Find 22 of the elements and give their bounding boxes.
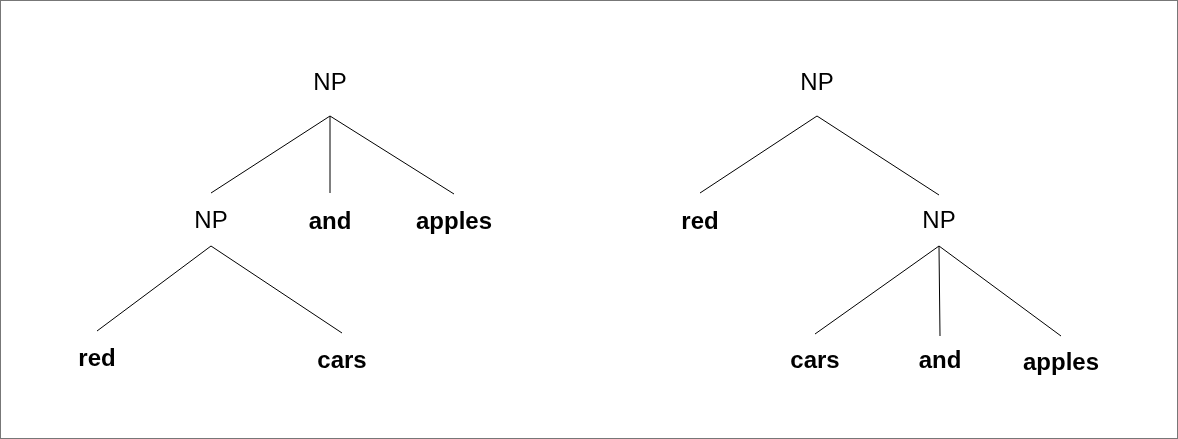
word-label: red: [680, 207, 720, 235]
word-label: cars: [789, 346, 841, 374]
tree-branch-line: [814, 245, 940, 335]
phrase-label: NP: [799, 68, 835, 96]
phrase-label: NP: [921, 206, 957, 234]
tree-branch-line: [96, 245, 212, 332]
tree-branch-line: [938, 245, 1062, 337]
tree-branch-line: [699, 115, 818, 194]
tree-branch-line: [938, 245, 941, 337]
word-label: red: [77, 344, 117, 372]
phrase-label: NP: [312, 68, 348, 96]
tree-branch-line: [329, 115, 455, 195]
phrase-label: NP: [193, 206, 229, 234]
word-label: apples: [1022, 348, 1100, 376]
word-label: cars: [316, 346, 368, 374]
tree-branch-line: [329, 115, 331, 194]
word-label: and: [917, 346, 963, 374]
word-label: and: [307, 207, 353, 235]
tree-branch-line: [816, 115, 940, 196]
tree-branch-line: [210, 115, 331, 194]
word-label: apples: [415, 207, 493, 235]
tree-branch-line: [210, 245, 343, 334]
